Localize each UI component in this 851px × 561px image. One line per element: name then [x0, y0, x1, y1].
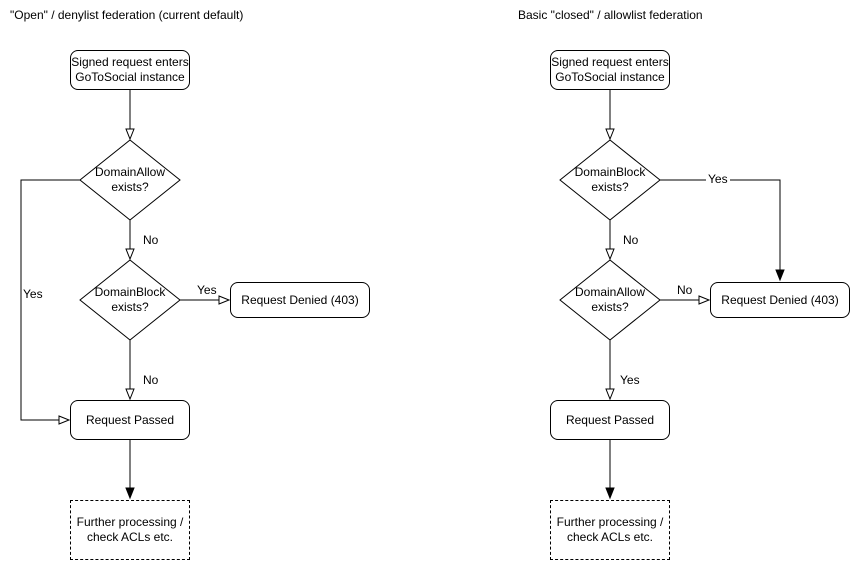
decision-diamond-right-domainallow — [559, 259, 661, 341]
left-decision2-yes-edge-label: Yes — [197, 283, 217, 297]
left-start-node-line1: Signed request enters — [71, 55, 189, 69]
left-start-node: Signed request enters GoToSocial instanc… — [70, 50, 190, 90]
left-further-node: Further processing / check ACLs etc. — [70, 500, 190, 560]
left-chart-title: "Open" / denylist federation (current de… — [10, 8, 244, 22]
left-decision1-no-edge-label: No — [143, 233, 159, 247]
right-further-node-line2: check ACLs etc. — [566, 530, 654, 544]
right-decision1-no-edge-label: No — [623, 233, 639, 247]
right-decision2-yes-edge-label: Yes — [620, 373, 640, 387]
left-further-node-line2: check ACLs etc. — [86, 530, 174, 544]
right-decision1-yes-edge-label: Yes — [706, 172, 730, 186]
right-further-node: Further processing / check ACLs etc. — [550, 500, 670, 560]
decision-diamond-left-domainallow — [79, 139, 181, 221]
edge-right-decision1-yes-to-denied — [660, 179, 785, 282]
right-passed-node: Request Passed — [550, 400, 670, 440]
left-decision1-yes-edge-label: Yes — [23, 287, 43, 301]
left-passed-node-label: Request Passed — [85, 412, 175, 427]
left-denied-node: Request Denied (403) — [230, 282, 370, 318]
right-start-node-line1: Signed request enters — [551, 55, 669, 69]
right-start-node-line2: GoToSocial instance — [555, 70, 665, 84]
left-start-node-line2: GoToSocial instance — [75, 70, 185, 84]
decision-diamond-left-domainblock — [79, 259, 181, 341]
right-denied-node-label: Request Denied (403) — [721, 292, 839, 307]
left-further-node-line1: Further processing / — [76, 515, 184, 529]
edge-left-decision1-yes-to-passed — [20, 179, 80, 425]
left-passed-node: Request Passed — [70, 400, 190, 440]
right-further-node-line1: Further processing / — [556, 515, 664, 529]
left-denied-node-label: Request Denied (403) — [241, 292, 359, 307]
right-decision2-no-edge-label: No — [677, 283, 693, 297]
right-chart-title: Basic "closed" / allowlist federation — [518, 8, 703, 22]
left-decision2-no-edge-label: No — [143, 373, 159, 387]
decision-diamond-right-domainblock — [559, 139, 661, 221]
right-denied-node: Request Denied (403) — [710, 282, 850, 318]
right-start-node: Signed request enters GoToSocial instanc… — [550, 50, 670, 90]
right-passed-node-label: Request Passed — [565, 412, 655, 427]
